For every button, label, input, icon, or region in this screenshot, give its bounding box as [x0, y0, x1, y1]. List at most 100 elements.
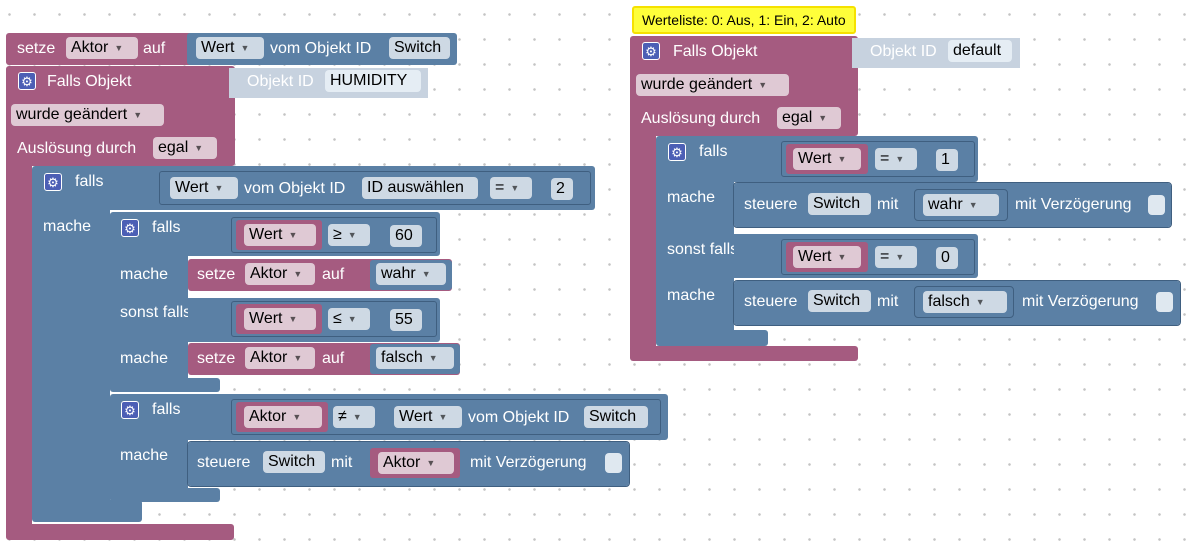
object-id-field[interactable]: Switch	[389, 37, 450, 59]
gear-icon[interactable]: ⚙	[44, 173, 62, 191]
comment-bubble[interactable]: Werteliste: 0: Aus, 1: Ein, 2: Auto	[632, 6, 856, 34]
number-field[interactable]: 2	[551, 178, 573, 200]
delay-checkbox[interactable]	[605, 453, 622, 473]
trigger-mode-dropdown[interactable]: wurde geändert▼	[636, 74, 789, 96]
control-value-dropdown[interactable]: Aktor ▼	[378, 452, 454, 474]
bool-value: falsch	[381, 349, 423, 367]
dropdown-icon: ▼	[837, 154, 847, 164]
gear-icon[interactable]: ⚙	[121, 219, 139, 237]
condition-lhs-dropdown[interactable]: Wert▼	[170, 177, 238, 199]
dropdown-icon: ▼	[818, 113, 828, 123]
dropdown-icon: ▼	[352, 412, 362, 422]
trigger-bottom	[630, 346, 858, 361]
sonst-falls-keyword: sonst falls	[120, 304, 192, 321]
bool-dropdown[interactable]: wahr▼	[923, 194, 999, 216]
trigger-by-dropdown[interactable]: egal ▼	[153, 137, 217, 159]
dropdown-icon: ▼	[421, 269, 431, 279]
mit-keyword: mit	[877, 293, 899, 310]
trigger-object-field[interactable]: default	[948, 40, 1012, 62]
sonst-falls-keyword: sonst falls	[667, 241, 739, 258]
number-field[interactable]: 0	[936, 247, 958, 269]
set-variable-dropdown[interactable]: Aktor▼	[66, 37, 138, 59]
dropdown-icon: ▼	[968, 200, 978, 210]
trigger-by-value: egal	[782, 109, 813, 127]
control-object-field[interactable]: Switch	[808, 193, 871, 215]
auf-keyword: auf	[322, 266, 345, 283]
operator-dropdown[interactable]: =▼	[875, 246, 917, 268]
number-field[interactable]: 1	[936, 149, 958, 171]
falls-keyword: falls	[75, 173, 104, 190]
if-body	[656, 176, 734, 338]
dropdown-icon: ▼	[428, 353, 438, 363]
compare-lhs-value: Aktor	[249, 408, 287, 426]
compare-lhs-dropdown[interactable]: Wert▼	[793, 246, 861, 268]
mit-verzoegerung-label: mit Verzögerung	[1022, 293, 1139, 310]
gear-icon[interactable]: ⚙	[642, 42, 660, 60]
auf-keyword: auf	[322, 350, 345, 367]
dropdown-icon: ▼	[438, 412, 448, 422]
operator-value: ≤	[333, 310, 342, 328]
get-value-dropdown[interactable]: Wert▼	[196, 37, 264, 59]
control-object-field[interactable]: Switch	[263, 451, 325, 473]
objekt-id-label: Objekt ID	[870, 43, 937, 60]
compare-lhs-value: Wert	[249, 226, 283, 244]
object-id-field[interactable]: Switch	[584, 406, 648, 428]
trigger-mode-value: wurde geändert	[16, 106, 128, 124]
bool-dropdown[interactable]: wahr▼	[376, 263, 446, 285]
dropdown-icon: ▼	[194, 143, 204, 153]
dropdown-icon: ▼	[895, 154, 905, 164]
dropdown-icon: ▼	[426, 458, 436, 468]
steuere-keyword: steuere	[744, 196, 798, 213]
trigger-body-left	[6, 160, 32, 528]
control-value: Aktor	[383, 454, 421, 472]
mache-keyword: mache	[667, 287, 716, 304]
inner-if-body	[110, 250, 188, 386]
dropdown-icon: ▼	[975, 297, 985, 307]
get-value-dropdown[interactable]: Wert ▼	[394, 406, 462, 428]
gear-icon[interactable]: ⚙	[18, 72, 36, 90]
ausloesung-label: Auslösung durch	[641, 110, 761, 127]
object-id-field[interactable]: ID auswählen	[362, 177, 478, 199]
get-value-value: Wert	[399, 408, 433, 426]
trigger-by-dropdown[interactable]: egal ▼	[777, 107, 841, 129]
set-keyword: setze	[197, 350, 236, 367]
condition-lhs-value: Wert	[175, 179, 209, 197]
compare-lhs-value: Wert	[798, 248, 832, 266]
operator-dropdown[interactable]: ≠▼	[333, 406, 375, 428]
if-bottom	[656, 330, 768, 346]
set-keyword: setze	[17, 40, 56, 57]
operator-dropdown[interactable]: ≤▼	[328, 308, 370, 330]
set-variable-dropdown[interactable]: Aktor▼	[245, 347, 315, 369]
set-variable-dropdown[interactable]: Aktor▼	[245, 263, 315, 285]
mache-keyword: mache	[120, 266, 169, 283]
set-variable-value: Aktor	[250, 349, 288, 367]
operator-dropdown[interactable]: ≥▼	[328, 224, 370, 246]
mit-keyword: mit	[877, 196, 899, 213]
dropdown-icon: ▼	[288, 314, 298, 324]
compare-lhs-dropdown[interactable]: Wert▼	[244, 224, 316, 246]
outer-if-body-left	[32, 204, 110, 506]
mache-keyword: mache	[667, 189, 716, 206]
compare-lhs-dropdown[interactable]: Wert ▼	[244, 308, 316, 330]
compare-lhs-dropdown[interactable]: Wert▼	[793, 148, 861, 170]
get-value-value: Wert	[201, 39, 235, 57]
number-field[interactable]: 55	[390, 309, 422, 331]
gear-icon[interactable]: ⚙	[668, 143, 686, 161]
delay-checkbox[interactable]	[1156, 292, 1173, 312]
delay-checkbox[interactable]	[1148, 195, 1165, 215]
bool-dropdown[interactable]: falsch ▼	[376, 347, 454, 369]
auf-keyword: auf	[143, 40, 166, 57]
compare-lhs-dropdown[interactable]: Aktor▼	[244, 406, 322, 428]
trigger-mode-dropdown[interactable]: wurde geändert▼	[11, 104, 164, 126]
operator-dropdown[interactable]: =▼	[490, 177, 532, 199]
compare-lhs-value: Wert	[249, 310, 283, 328]
mache-keyword: mache	[43, 218, 92, 235]
number-field[interactable]: 60	[390, 225, 422, 247]
trigger-by-value: egal	[158, 139, 189, 157]
objekt-id-label: Objekt ID	[247, 73, 314, 90]
trigger-object-field[interactable]: HUMIDITY	[325, 70, 421, 92]
bool-dropdown[interactable]: falsch▼	[923, 291, 1007, 313]
gear-icon[interactable]: ⚙	[121, 401, 139, 419]
operator-dropdown[interactable]: =▼	[875, 148, 917, 170]
control-object-field[interactable]: Switch	[808, 290, 871, 312]
